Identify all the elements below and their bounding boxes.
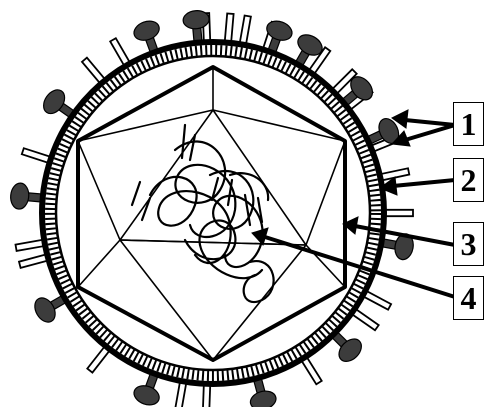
label-2: 2 bbox=[453, 158, 484, 202]
label-1: 1 bbox=[453, 102, 484, 146]
surface-spike bbox=[383, 210, 413, 216]
label-4: 4 bbox=[453, 276, 484, 320]
label-3: 3 bbox=[453, 222, 484, 266]
surface-spike bbox=[225, 14, 234, 44]
